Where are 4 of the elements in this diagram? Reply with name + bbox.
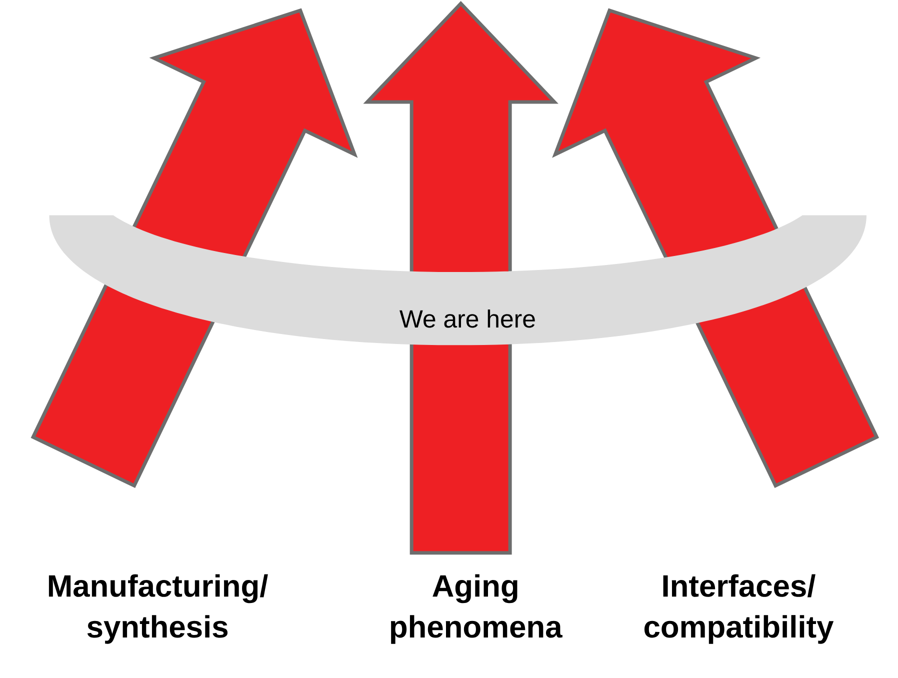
category-label: Interfaces/ compatibility: [644, 574, 834, 644]
category-label: Manufacturing/ synthesis: [48, 574, 268, 644]
curved-band: We are here: [49, 215, 866, 346]
category-label: Aging phenomena: [390, 574, 562, 644]
